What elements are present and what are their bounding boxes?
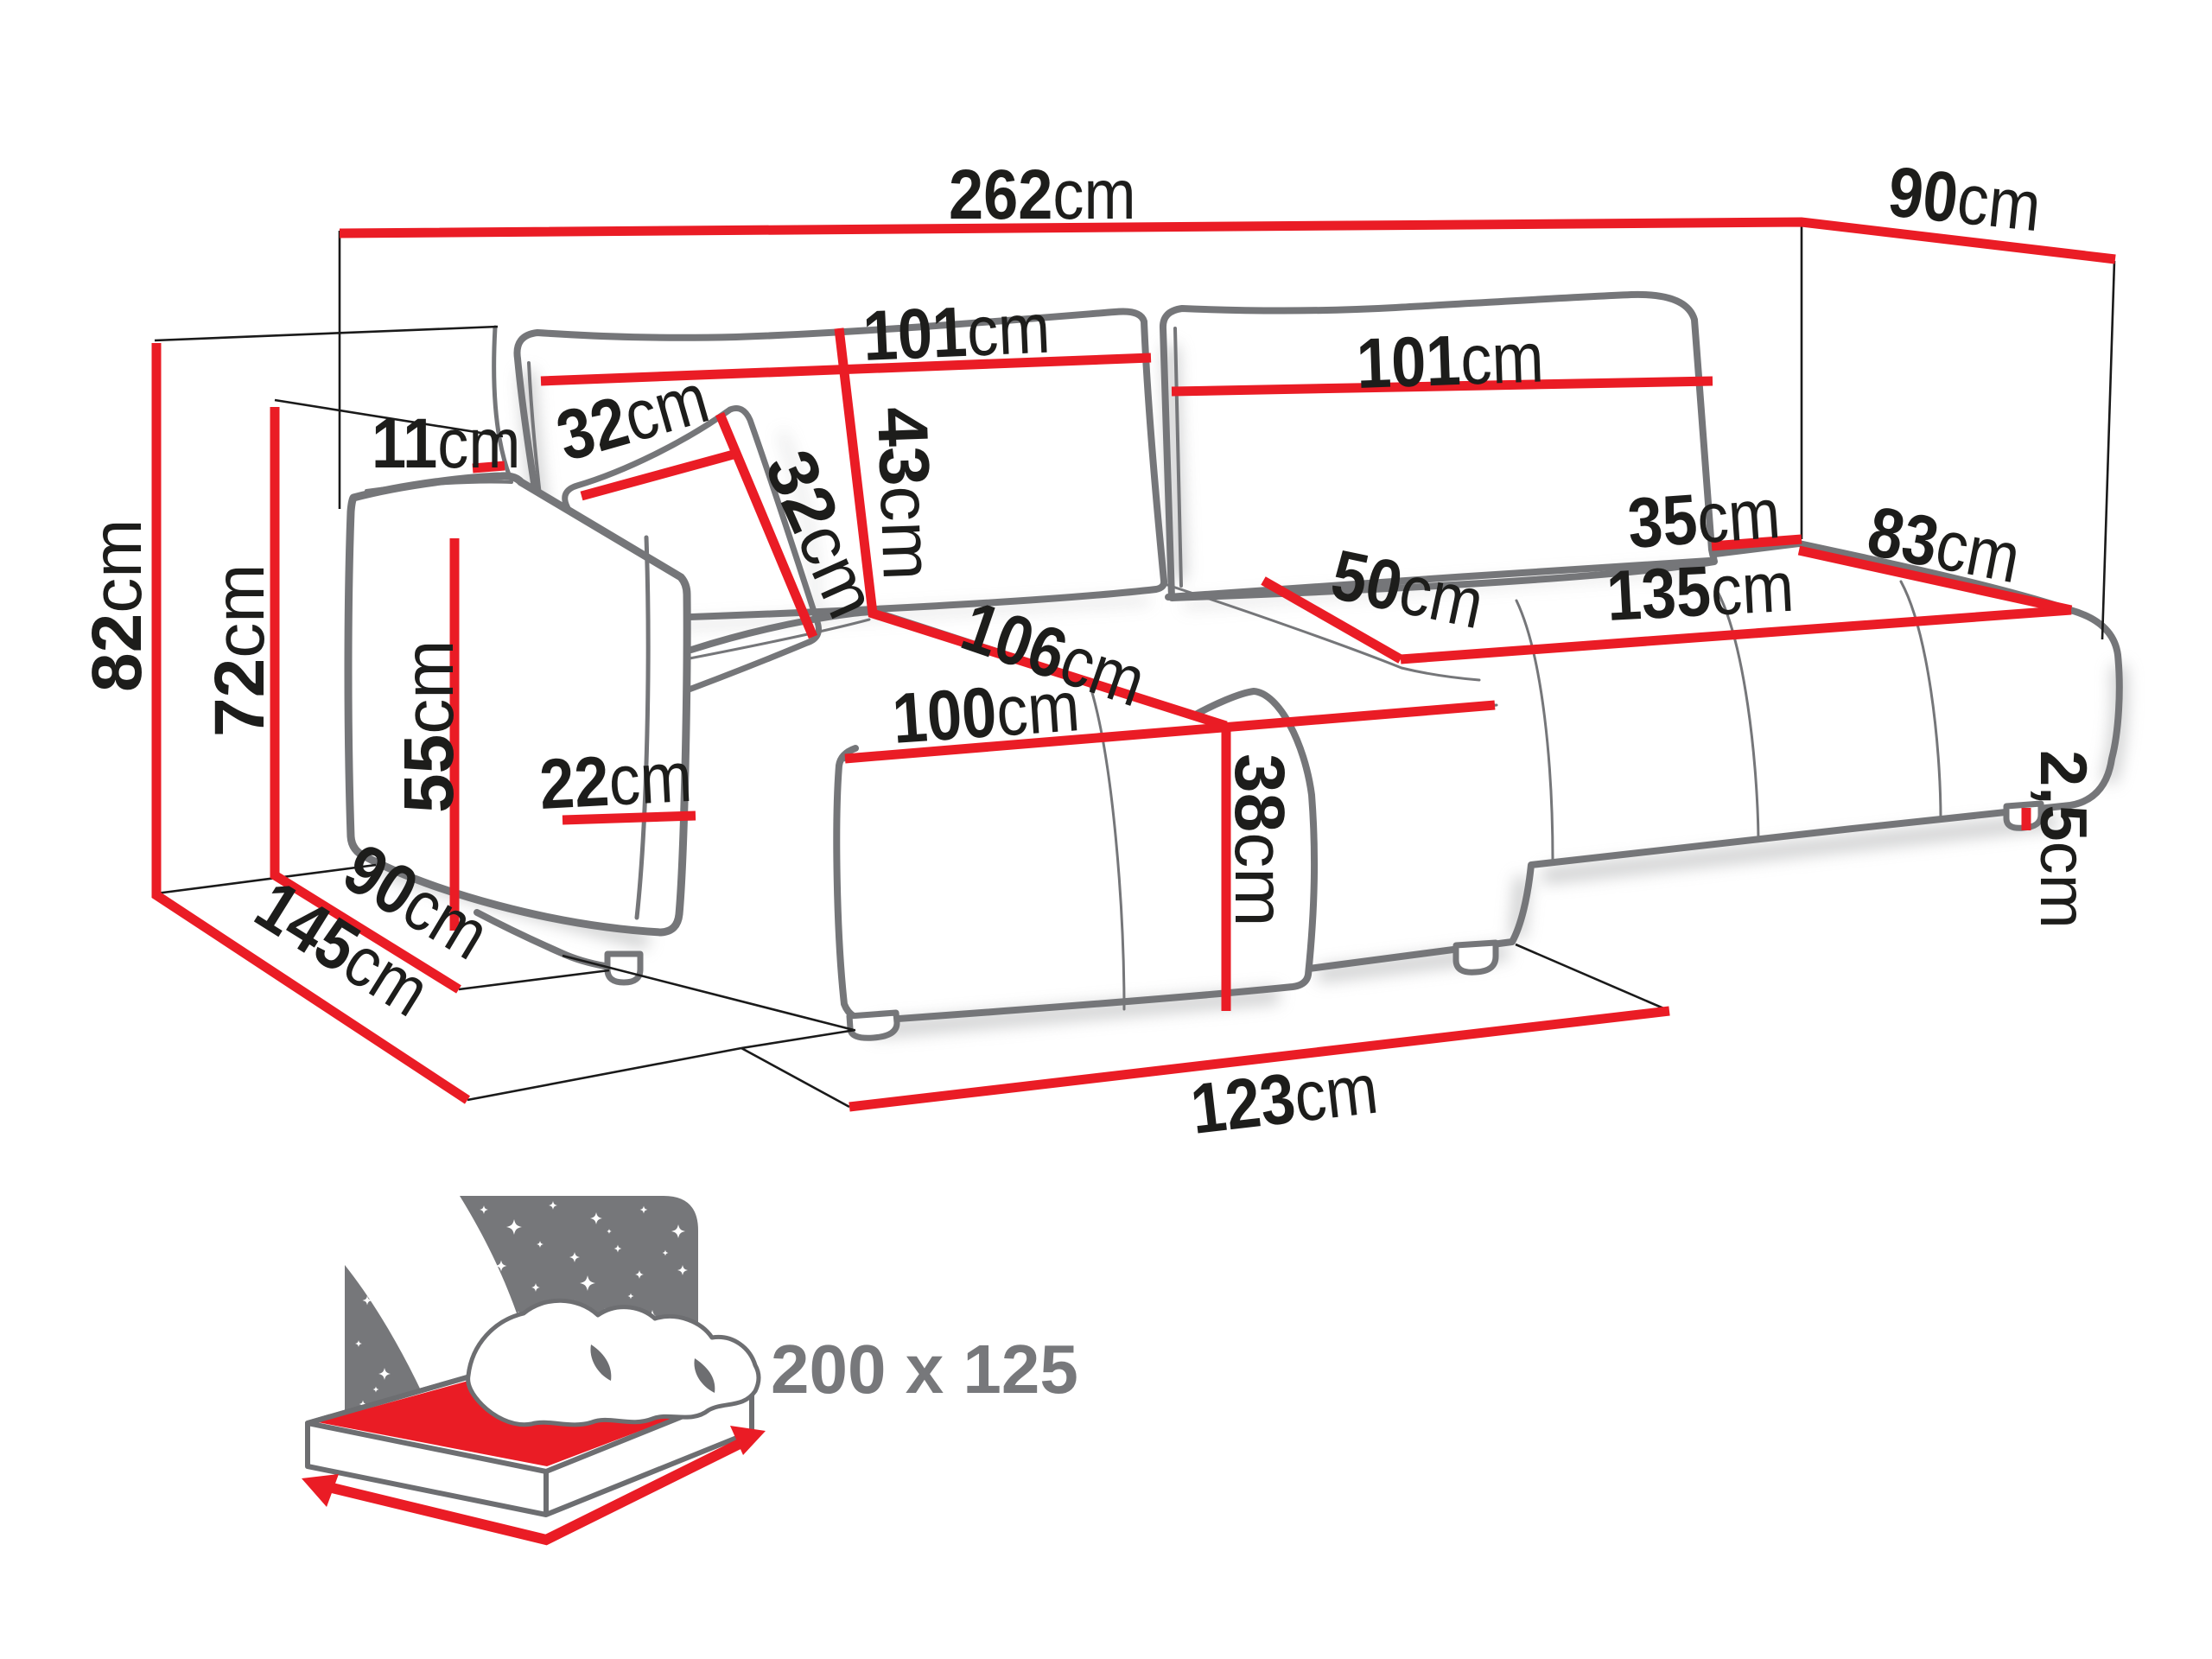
- svg-text:11cm: 11cm: [372, 404, 520, 483]
- svg-text:43cm: 43cm: [862, 405, 947, 582]
- svg-text:100cm: 100cm: [890, 667, 1082, 759]
- svg-text:32cm: 32cm: [549, 359, 717, 476]
- svg-text:135cm: 135cm: [1605, 548, 1796, 637]
- svg-text:82cm: 82cm: [78, 518, 156, 692]
- svg-text:101cm: 101cm: [861, 289, 1052, 376]
- svg-text:22cm: 22cm: [537, 738, 694, 824]
- svg-text:72cm: 72cm: [200, 563, 279, 737]
- svg-text:90cm: 90cm: [1885, 152, 2044, 246]
- svg-text:2,5cm: 2,5cm: [2026, 750, 2100, 929]
- svg-text:262cm: 262cm: [949, 156, 1136, 234]
- svg-text:38cm: 38cm: [1220, 753, 1299, 927]
- svg-text:55cm: 55cm: [390, 639, 468, 813]
- svg-text:200 x 125: 200 x 125: [771, 1331, 1078, 1408]
- svg-text:35cm: 35cm: [1625, 474, 1783, 563]
- svg-text:101cm: 101cm: [1355, 318, 1545, 404]
